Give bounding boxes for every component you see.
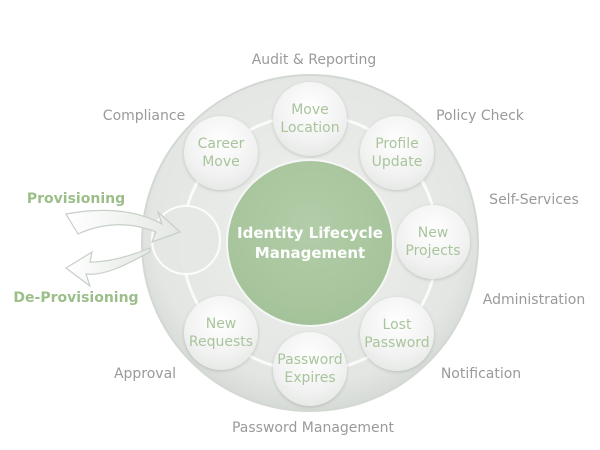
label-notification: Notification bbox=[440, 366, 522, 382]
stage-label: Career Move bbox=[197, 136, 245, 170]
provisioning-arrow-icon bbox=[65, 209, 182, 244]
stage-label: New Projects bbox=[405, 225, 461, 259]
stage-profile-update: Profile Update bbox=[360, 116, 434, 190]
stage-new-requests: New Requests bbox=[184, 296, 258, 370]
stage-label: Move Location bbox=[280, 102, 340, 136]
stage-new-projects: New Projects bbox=[396, 205, 470, 279]
label-password-management: Password Management bbox=[231, 420, 395, 436]
core-title: Identity Lifecycle Management bbox=[237, 224, 383, 262]
stage-label: Lost Password bbox=[364, 317, 430, 351]
label-policy-check: Policy Check bbox=[436, 108, 524, 124]
core-identity-lifecycle: Identity Lifecycle Management bbox=[228, 161, 392, 325]
stage-career-move: Career Move bbox=[184, 116, 258, 190]
stage-label: Password Expires bbox=[277, 352, 343, 386]
label-audit-reporting: Audit & Reporting bbox=[251, 52, 377, 68]
label-deprovisioning: De-Provisioning bbox=[13, 290, 139, 306]
label-administration: Administration bbox=[482, 292, 586, 308]
stage-password-expires: Password Expires bbox=[273, 332, 347, 406]
stage-move-location: Move Location bbox=[273, 82, 347, 156]
label-compliance: Compliance bbox=[102, 108, 186, 124]
stage-lost-password: Lost Password bbox=[360, 297, 434, 371]
label-self-services: Self-Services bbox=[489, 192, 579, 208]
stage-label: New Requests bbox=[188, 316, 254, 350]
stage-label: Profile Update bbox=[371, 136, 423, 170]
label-provisioning: Provisioning bbox=[26, 191, 126, 207]
label-approval: Approval bbox=[113, 366, 177, 382]
deprovisioning-arrow-icon bbox=[64, 247, 151, 288]
